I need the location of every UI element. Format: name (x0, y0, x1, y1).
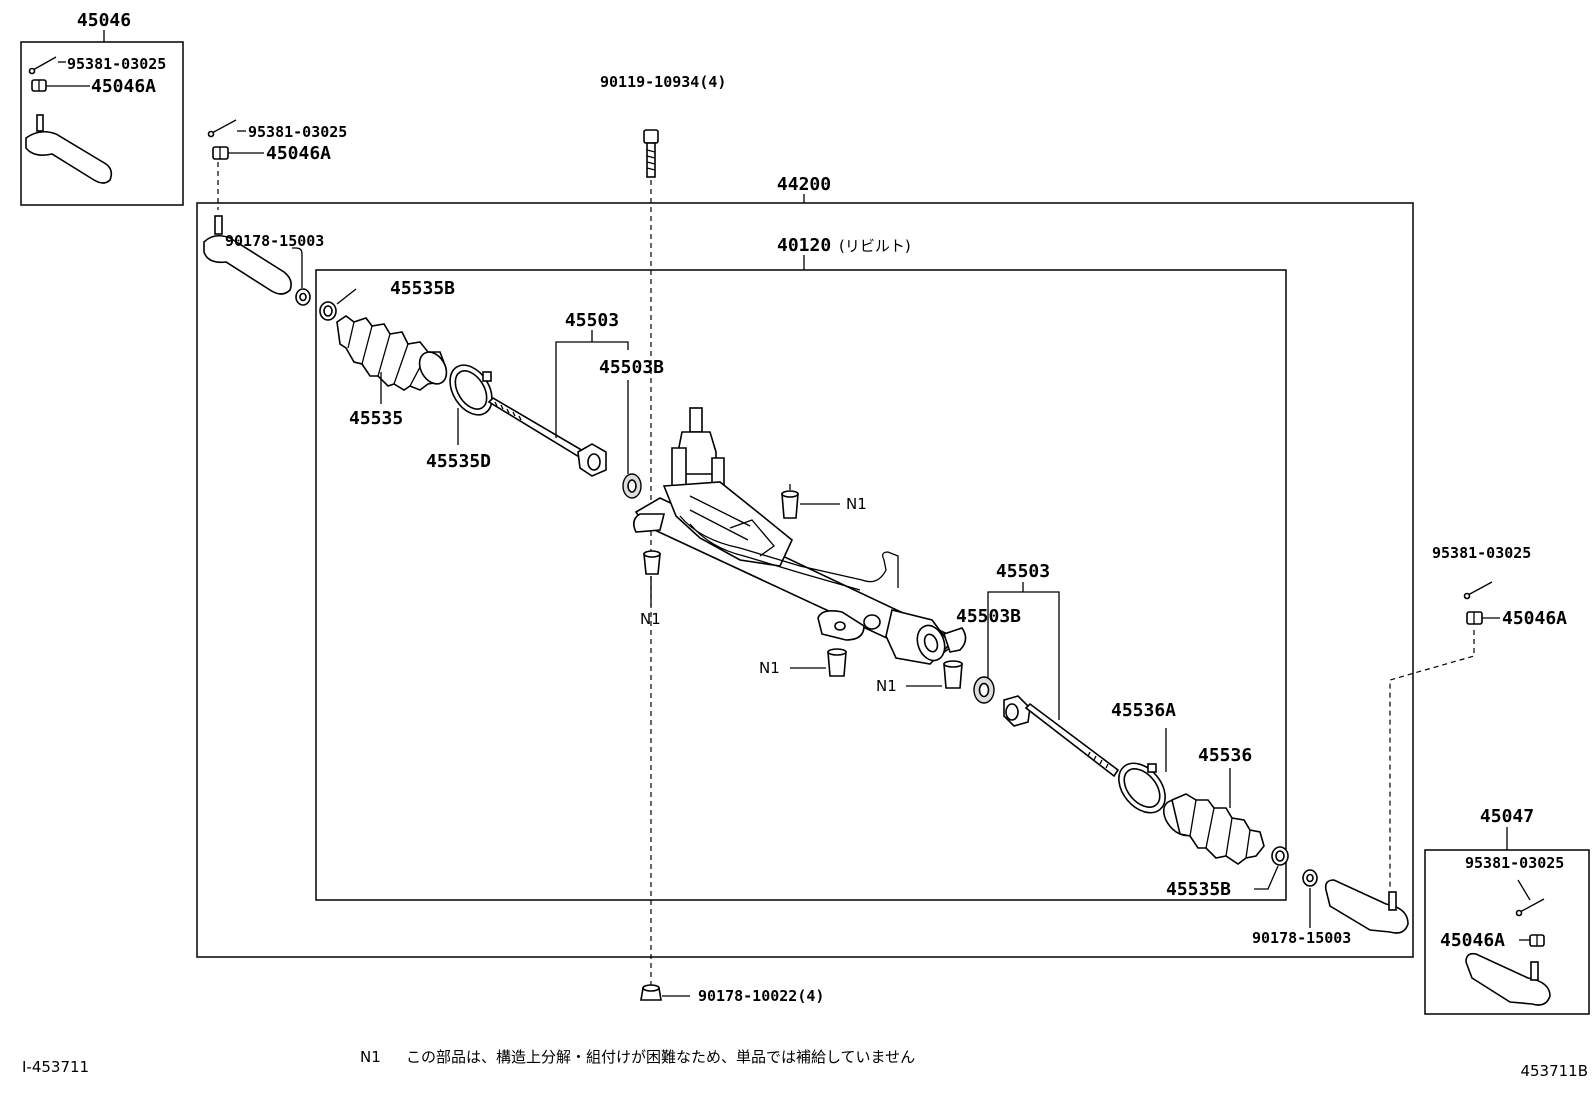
tie-rod-end-icon (1465, 952, 1551, 1006)
label-45503-right: 45503 (996, 561, 1050, 582)
label-95381-03025-inset-right: 95381-03025 (1465, 854, 1564, 872)
label-95381-03025-right: 95381-03025 (1432, 544, 1531, 562)
label-45046a-left: 45046A (266, 143, 331, 164)
bushing-icon (643, 550, 661, 575)
label-45536: 45536 (1198, 745, 1252, 766)
clip-icon (1271, 846, 1289, 866)
label-n1-a: N1 (846, 495, 867, 513)
tie-rod-icon (487, 396, 607, 477)
label-90178-10022: 90178-10022(4) (698, 987, 824, 1005)
label-n1-d: N1 (876, 677, 897, 695)
bushing-icon (827, 648, 847, 677)
flange-nut-icon (640, 984, 662, 1001)
bushing-icon (943, 660, 963, 689)
steering-boot-icon (1162, 793, 1265, 865)
label-45046a-inset-left: 45046A (91, 76, 156, 97)
label-n1-b: N1 (640, 610, 661, 628)
rack-housing-icon (632, 407, 967, 665)
label-95381-03025-left: 95381-03025 (248, 123, 347, 141)
label-45536a: 45536A (1111, 700, 1176, 721)
label-45047: 45047 (1480, 806, 1534, 827)
cotter-pin-icon (207, 119, 237, 138)
ref-right: 453711B (1520, 1062, 1588, 1080)
clip-icon (319, 301, 337, 321)
label-45503b-right: 45503B (956, 606, 1021, 627)
label-45535b-left: 45535B (390, 278, 455, 299)
boot-clamp-icon (1118, 762, 1166, 814)
label-45535d: 45535D (426, 451, 491, 472)
label-45046a-inset-right: 45046A (1440, 930, 1505, 951)
label-45535: 45535 (349, 408, 403, 429)
footnote-marker: N1 (360, 1048, 381, 1066)
tie-rod-end-icon (1324, 879, 1409, 934)
washer-icon (973, 676, 995, 704)
label-45503b-left: 45503B (599, 357, 664, 378)
bushing-icon (781, 484, 799, 519)
label-45535b-right: 45535B (1166, 879, 1231, 900)
castle-nut-icon (212, 146, 229, 160)
label-90178-15003-left: 90178-15003 (225, 232, 324, 250)
label-90178-15003-right: 90178-15003 (1252, 929, 1351, 947)
tie-rod-end-icon (203, 215, 292, 295)
label-40120: 40120 (777, 235, 831, 256)
gear-assy-box (196, 202, 1414, 958)
label-44200: 44200 (777, 174, 831, 195)
ref-left: I-453711 (22, 1058, 89, 1076)
washer-icon (622, 473, 642, 499)
label-45046a-right: 45046A (1502, 608, 1567, 629)
tie-rod-end-icon (25, 114, 113, 184)
castle-nut-icon (1529, 934, 1545, 947)
lock-nut-icon (295, 288, 311, 306)
cotter-pin-icon (1463, 581, 1493, 600)
label-95381-03025-inset-left: 95381-03025 (67, 55, 166, 73)
lock-nut-icon (1302, 869, 1318, 887)
tie-rod-icon (1003, 695, 1120, 778)
castle-nut-icon (1466, 611, 1483, 625)
cotter-pin-icon (28, 56, 57, 75)
left-inset-box (20, 41, 184, 206)
castle-nut-icon (31, 79, 47, 92)
rebuilt-rack-box (315, 269, 1287, 901)
label-n1-c: N1 (759, 659, 780, 677)
label-45503-left: 45503 (565, 310, 619, 331)
label-rebuilt-note: (リビルト) (839, 237, 911, 255)
cotter-pin-icon (1515, 898, 1545, 917)
bolt-icon (643, 129, 659, 178)
label-90119-10934: 90119-10934(4) (600, 73, 726, 91)
boot-clamp-icon (449, 364, 493, 416)
footnote-text: この部品は、構造上分解・組付けが困難なため、単品では補給していません (406, 1048, 915, 1066)
steering-boot-icon (336, 315, 448, 391)
label-45046: 45046 (77, 10, 131, 31)
